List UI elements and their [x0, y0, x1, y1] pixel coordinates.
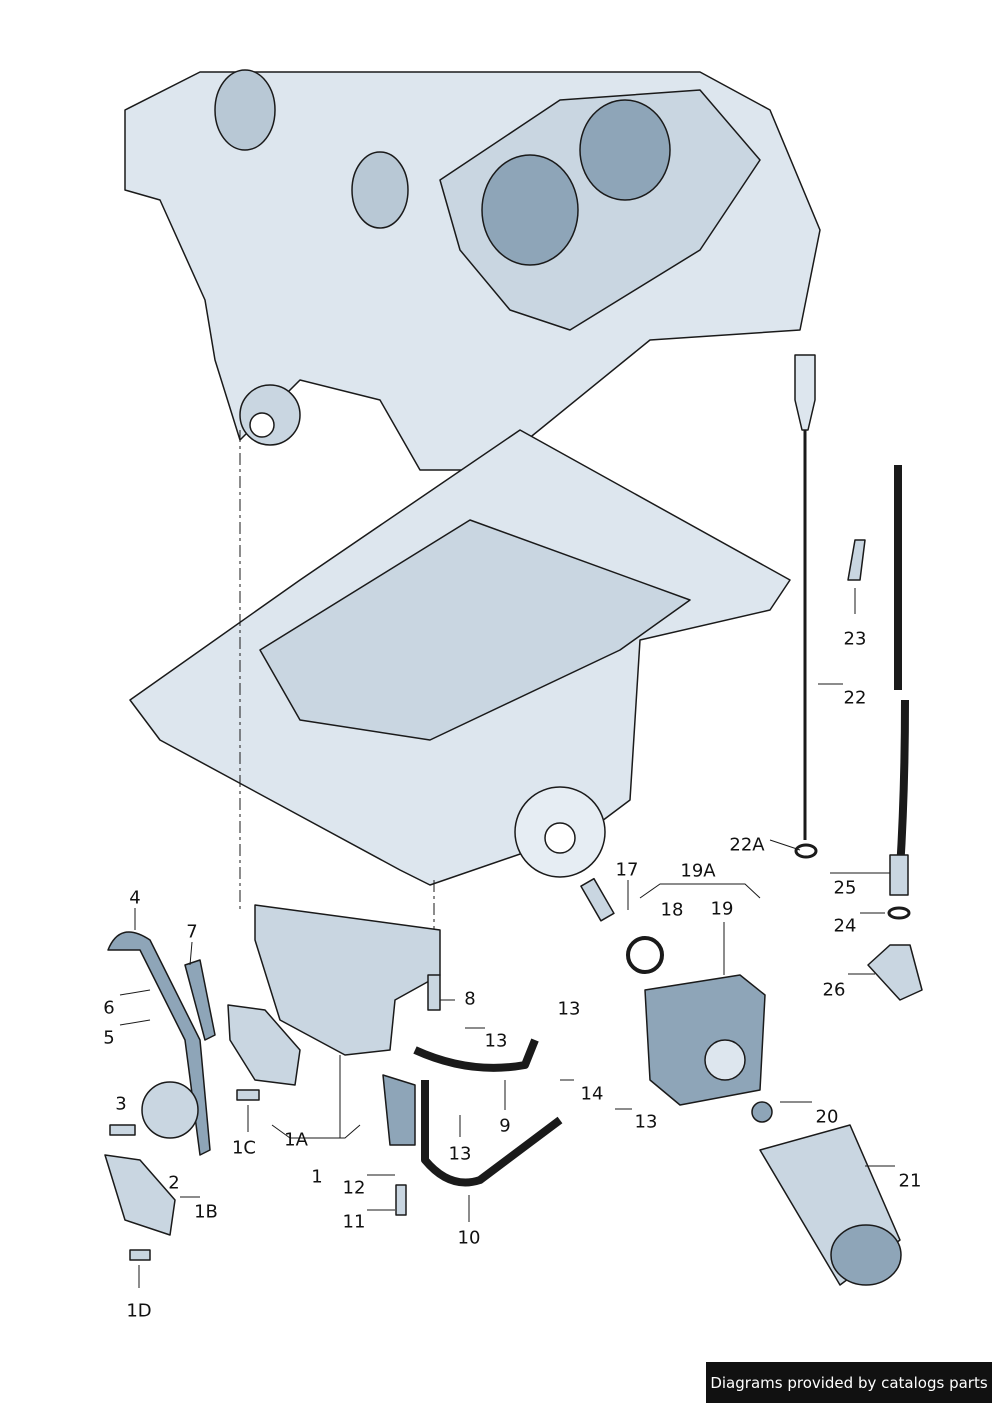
callout-5[interactable]: 5: [103, 1027, 115, 1049]
engine-block: [124, 69, 821, 471]
callout-10[interactable]: 10: [457, 1227, 481, 1249]
callout-19[interactable]: 19: [710, 898, 734, 920]
callout-19a[interactable]: 19A: [680, 860, 716, 882]
bolt-23: [847, 539, 866, 581]
oil-pan: [129, 429, 791, 886]
callout-1d[interactable]: 1D: [126, 1300, 152, 1322]
oil-pipe-9: [413, 1038, 539, 1072]
callout-1[interactable]: 1: [311, 1166, 323, 1188]
callout-13[interactable]: 13: [557, 998, 581, 1020]
callout-14[interactable]: 14: [580, 1083, 604, 1105]
oil-pump: [254, 904, 441, 1056]
callout-2[interactable]: 2: [168, 1172, 180, 1194]
callout-17[interactable]: 17: [615, 859, 639, 881]
callout-18[interactable]: 18: [660, 899, 684, 921]
dipstick-tube: [867, 465, 923, 1001]
callout-20[interactable]: 20: [815, 1106, 839, 1128]
callout-24[interactable]: 24: [833, 915, 857, 937]
o-ring: [626, 936, 664, 974]
callout-6[interactable]: 6: [103, 997, 115, 1019]
guide-lines: [239, 430, 435, 930]
attribution-banner: Diagrams provided by catalogs parts: [706, 1362, 992, 1403]
leader-lines: [119, 588, 895, 1288]
callout-25[interactable]: 25: [833, 877, 857, 899]
callout-13[interactable]: 13: [634, 1111, 658, 1133]
callout-3[interactable]: 3: [115, 1093, 127, 1115]
callout-22[interactable]: 22: [843, 687, 867, 709]
callout-7[interactable]: 7: [186, 921, 198, 943]
callout-9[interactable]: 9: [499, 1115, 511, 1137]
oil-cooler: [644, 974, 766, 1106]
callout-13[interactable]: 13: [484, 1030, 508, 1052]
callout-12[interactable]: 12: [342, 1177, 366, 1199]
sprocket: [141, 1081, 199, 1139]
nut: [751, 1101, 773, 1123]
callout-21[interactable]: 21: [898, 1170, 922, 1192]
bracket: [382, 1074, 416, 1146]
callout-23[interactable]: 23: [843, 628, 867, 650]
lower-cover: [104, 1154, 176, 1236]
dipstick: [794, 354, 818, 859]
oil-pipe-10: [421, 1080, 563, 1187]
callout-1a[interactable]: 1A: [284, 1129, 308, 1151]
callout-8[interactable]: 8: [464, 988, 476, 1010]
chain-tensioner: [184, 959, 216, 1041]
callout-22a[interactable]: 22A: [729, 834, 765, 856]
callout-1c[interactable]: 1C: [231, 1137, 257, 1159]
callout-13[interactable]: 13: [448, 1143, 472, 1165]
bolts: [109, 877, 615, 1261]
cover: [227, 1004, 301, 1086]
callout-26[interactable]: 26: [822, 979, 846, 1001]
callout-1b[interactable]: 1B: [194, 1201, 218, 1223]
callout-11[interactable]: 11: [342, 1211, 366, 1233]
callout-4[interactable]: 4: [129, 887, 141, 909]
